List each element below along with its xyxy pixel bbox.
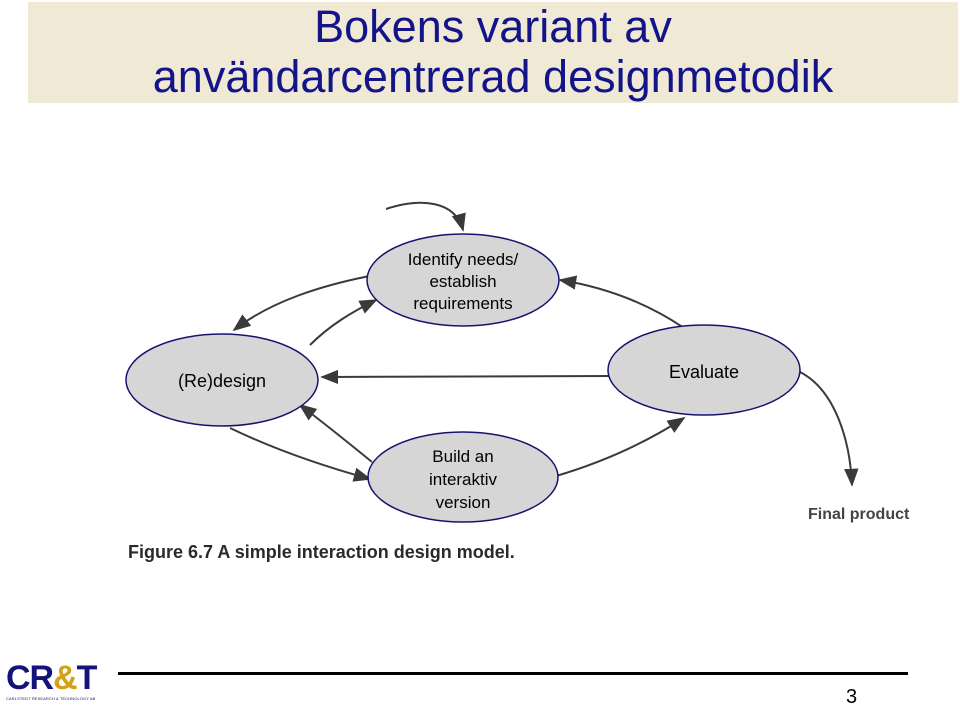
title-line-1: Bokens variant av xyxy=(314,1,672,52)
title-line-2: användarcentrerad designmetodik xyxy=(152,51,834,102)
node-requirements-line-3: requirements xyxy=(413,294,512,313)
node-redesign: (Re)design xyxy=(125,333,319,427)
arrow-evaluate-to-redesign xyxy=(320,369,611,385)
node-requirements-line-1: Identify needs/ xyxy=(408,250,519,269)
final-product-label: Final product xyxy=(808,506,910,523)
node-build-line-3: version xyxy=(436,493,491,512)
footer-divider xyxy=(118,672,908,675)
arrow-build-to-redesign xyxy=(298,403,373,463)
node-build: Build an interaktiv version xyxy=(367,431,559,523)
logo-mark: CR&T xyxy=(6,659,97,697)
arrow-build-to-evaluate xyxy=(555,417,686,477)
arrow-evaluate-to-final xyxy=(799,371,859,487)
node-evaluate-label: Evaluate xyxy=(669,362,739,382)
node-build-line-1: Build an xyxy=(432,447,493,466)
arrow-req-to-redesign xyxy=(232,273,381,332)
node-requirements-line-2: establish xyxy=(429,272,496,291)
figure-caption: Figure 6.7 A simple interaction design m… xyxy=(128,542,515,562)
arrow-redesign-to-req xyxy=(309,299,378,346)
logo-tagline: CARLSTEDT RESEARCH & TECHNOLOGY AB xyxy=(6,696,96,701)
arrow-entry xyxy=(385,201,466,232)
title-band xyxy=(28,2,958,103)
page-title: Bokens variant av användarcentrerad desi… xyxy=(28,2,958,102)
node-evaluate: Evaluate xyxy=(607,324,801,416)
arrow-redesign-to-build xyxy=(229,427,372,482)
node-redesign-label: (Re)design xyxy=(178,371,266,391)
arrow-evaluate-to-req xyxy=(558,275,685,329)
node-requirements: Identify needs/ establish requirements xyxy=(366,233,560,327)
page-number: 3 xyxy=(846,686,858,708)
company-logo: CR&T CARLSTEDT RESEARCH & TECHNOLOGY AB xyxy=(6,660,106,708)
node-build-line-2: interaktiv xyxy=(429,470,498,489)
interaction-design-diagram: Identify needs/ establish requirements (… xyxy=(125,201,910,562)
